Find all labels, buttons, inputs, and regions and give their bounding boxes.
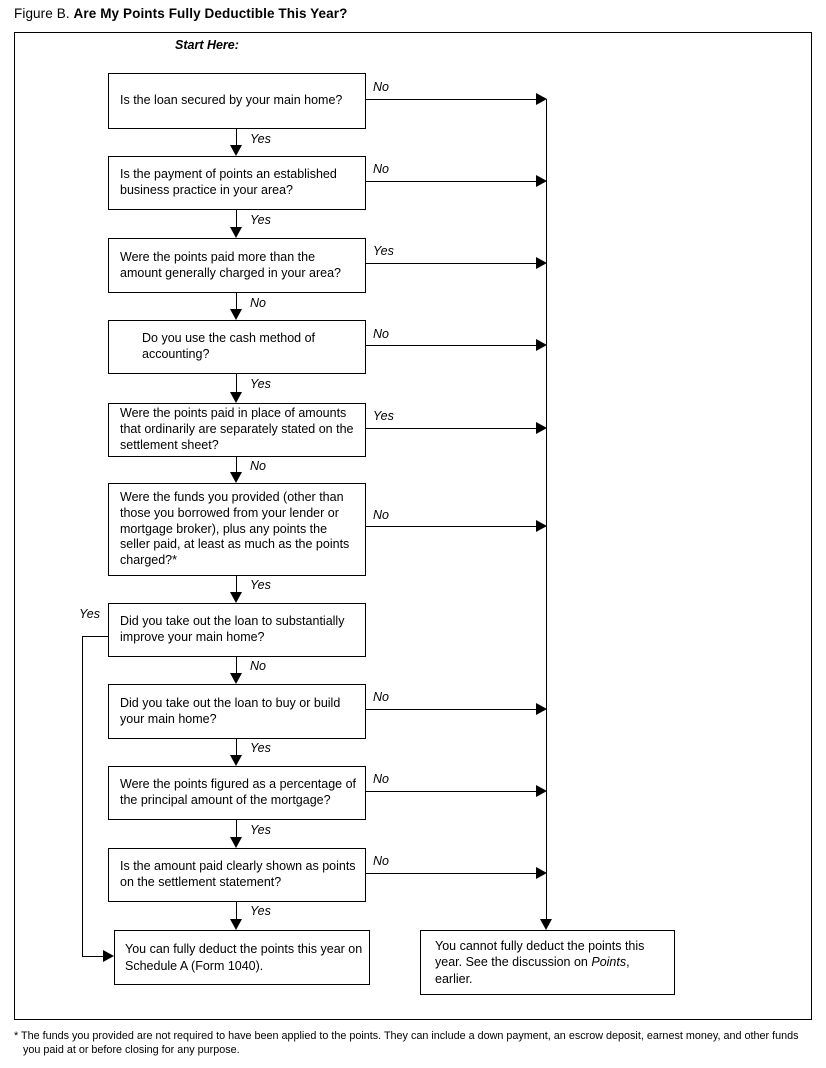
left-branch-line-top xyxy=(82,636,108,638)
flow-line-right-5 xyxy=(366,428,538,430)
flow-line-down-3 xyxy=(236,293,238,310)
down-arrowhead-4 xyxy=(230,392,242,403)
right-arrowhead-6 xyxy=(536,520,547,532)
outcome-box-not-deductible: You cannot fully deduct the points this … xyxy=(420,930,675,995)
flow-line-right-3 xyxy=(366,263,538,265)
right-arrowhead-5 xyxy=(536,422,547,434)
question-box-9: Were the points figured as a percentage … xyxy=(108,766,366,820)
branch-label-right-5: Yes xyxy=(373,409,394,423)
flow-line-down-2 xyxy=(236,210,238,228)
flow-line-right-8 xyxy=(366,709,538,711)
down-arrowhead-5 xyxy=(230,472,242,483)
down-arrowhead-7 xyxy=(230,673,242,684)
branch-label-down-9: Yes xyxy=(250,823,271,837)
footnote: * The funds you provided are not require… xyxy=(14,1030,799,1057)
question-box-2: Is the payment of points an established … xyxy=(108,156,366,210)
flow-line-right-10 xyxy=(366,873,538,875)
flow-line-right-1 xyxy=(366,99,538,101)
start-here-label: Start Here: xyxy=(175,38,239,52)
question-text-4: Do you use the cash method of accounting… xyxy=(142,331,316,361)
right-arrowhead-3 xyxy=(536,257,547,269)
flow-line-right-9 xyxy=(366,791,538,793)
outcome-not-deductible-post: , earlier. xyxy=(435,955,630,986)
question-text-8: Did you take out the loan to buy or buil… xyxy=(120,695,341,726)
branch-label-right-2: No xyxy=(373,162,389,176)
outcome-not-deductible-pre: You cannot fully deduct the points this … xyxy=(435,939,645,970)
question-box-10: Is the amount paid clearly shown as poin… xyxy=(108,848,366,902)
branch-label-right-8: No xyxy=(373,690,389,704)
question-text-9: Were the points figured as a percentage … xyxy=(120,777,357,807)
outcome-not-deductible-term: Points xyxy=(591,955,627,970)
branch-label-right-1: No xyxy=(373,80,389,94)
branch-label-down-2: Yes xyxy=(250,213,271,227)
branch-label-down-6: Yes xyxy=(250,578,271,592)
figure-label: Figure B. xyxy=(14,6,70,21)
right-arrowhead-8 xyxy=(536,703,547,715)
flow-line-down-9 xyxy=(236,820,238,838)
question-box-8: Did you take out the loan to buy or buil… xyxy=(108,684,366,739)
branch-label-down-8: Yes xyxy=(250,741,271,755)
trunk-down-arrowhead xyxy=(540,919,552,930)
branch-label-right-4: No xyxy=(373,327,389,341)
question-text-3: Were the points paid more than the amoun… xyxy=(120,249,341,280)
branch-label-down-10: Yes xyxy=(250,904,271,918)
branch-label-right-9: No xyxy=(373,772,389,786)
figure-title: Figure B. Are My Points Fully Deductible… xyxy=(14,6,347,21)
flow-line-down-10 xyxy=(236,902,238,920)
flow-line-down-6 xyxy=(236,576,238,593)
right-arrowhead-10 xyxy=(536,867,547,879)
right-arrowhead-1 xyxy=(536,93,547,105)
question-text-5: Were the points paid in place of amounts… xyxy=(120,406,354,452)
question-text-1: Is the loan secured by your main home? xyxy=(120,93,343,108)
question-box-3: Were the points paid more than the amoun… xyxy=(108,238,366,293)
question-text-10: Is the amount paid clearly shown as poin… xyxy=(120,859,356,889)
branch-label-down-7: No xyxy=(250,659,266,673)
right-arrowhead-2 xyxy=(536,175,547,187)
down-arrowhead-9 xyxy=(230,837,242,848)
down-arrowhead-8 xyxy=(230,755,242,766)
question-text-6: Were the funds you provided (other than … xyxy=(120,490,350,568)
outcome-box-deductible: You can fully deduct the points this yea… xyxy=(114,930,370,985)
question-box-6: Were the funds you provided (other than … xyxy=(108,483,366,576)
flow-line-down-7 xyxy=(236,657,238,674)
flow-line-down-8 xyxy=(236,739,238,756)
branch-label-left-7: Yes xyxy=(79,607,100,621)
left-branch-line-vertical xyxy=(82,636,84,957)
trunk-line xyxy=(546,99,548,920)
flow-line-right-4 xyxy=(366,345,538,347)
branch-label-down-4: Yes xyxy=(250,377,271,391)
left-branch-arrowhead xyxy=(103,950,114,962)
branch-label-down-5: No xyxy=(250,459,266,473)
question-box-1: Is the loan secured by your main home? xyxy=(108,73,366,129)
flow-line-down-5 xyxy=(236,457,238,473)
branch-label-right-6: No xyxy=(373,508,389,522)
figure-title-text: Are My Points Fully Deductible This Year… xyxy=(73,6,348,21)
down-arrowhead-1 xyxy=(230,145,242,156)
down-arrowhead-6 xyxy=(230,592,242,603)
down-arrowhead-2 xyxy=(230,227,242,238)
branch-label-right-3: Yes xyxy=(373,244,394,258)
question-box-4: Do you use the cash method of accounting… xyxy=(108,320,366,374)
outcome-deductible-text: You can fully deduct the points this yea… xyxy=(125,942,363,973)
outcome-not-deductible-text: You cannot fully deduct the points this … xyxy=(435,938,666,987)
down-arrowhead-3 xyxy=(230,309,242,320)
branch-label-right-10: No xyxy=(373,854,389,868)
right-arrowhead-9 xyxy=(536,785,547,797)
right-arrowhead-4 xyxy=(536,339,547,351)
left-branch-line-bottom xyxy=(82,956,105,958)
flow-line-down-1 xyxy=(236,129,238,146)
flow-line-down-4 xyxy=(236,374,238,393)
branch-label-down-1: Yes xyxy=(250,132,271,146)
question-box-7: Did you take out the loan to substantial… xyxy=(108,603,366,657)
branch-label-down-3: No xyxy=(250,296,266,310)
question-box-5: Were the points paid in place of amounts… xyxy=(108,403,366,457)
question-text-2: Is the payment of points an established … xyxy=(120,167,337,197)
flow-line-right-2 xyxy=(366,181,538,183)
question-text-7: Did you take out the loan to substantial… xyxy=(120,614,345,644)
flow-line-right-6 xyxy=(366,526,538,528)
down-arrowhead-10 xyxy=(230,919,242,930)
